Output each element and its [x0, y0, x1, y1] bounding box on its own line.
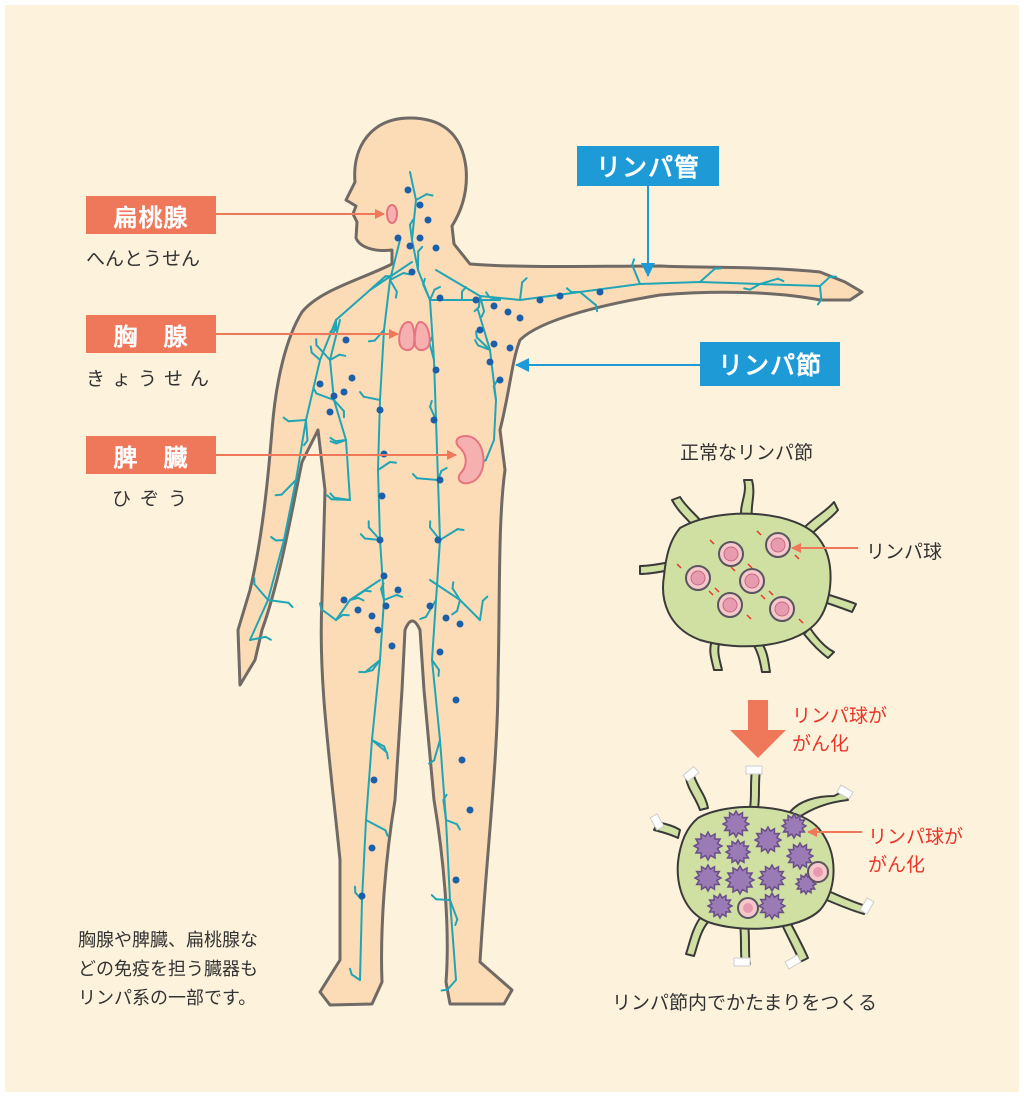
cancer-label-line1: リンパ球が — [868, 822, 963, 849]
lymph-vessel-label: リンパ管 — [577, 146, 719, 186]
lymph-node-label: リンパ節 — [700, 342, 840, 386]
transition-arrow — [730, 700, 786, 758]
footnote: 胸腺や脾臓、扁桃腺な どの免疫を担う臓器も リンパ系の一部です。 — [78, 926, 258, 1013]
lymphocyte-label: リンパ球 — [866, 537, 942, 564]
cancerous-lymph-node — [650, 766, 874, 969]
normal-node-title: 正常なリンパ節 — [680, 438, 813, 465]
tonsil-organ — [387, 205, 397, 223]
cancer-label-line2: がん化 — [868, 850, 925, 877]
spleen-label: 脾 臓 — [86, 436, 216, 474]
lymphocyte-cell — [808, 862, 828, 882]
tonsil-reading: へんとうせん — [86, 244, 200, 271]
tonsil-label: 扁桃腺 — [86, 196, 216, 234]
spleen-reading: ひぞう — [112, 484, 196, 511]
transition-text-line1: リンパ球が — [792, 701, 887, 728]
transition-text-line2: がん化 — [792, 729, 849, 756]
cancer-node-caption: リンパ節内でかたまりをつくる — [612, 988, 877, 1015]
normal-lymph-node — [640, 480, 856, 672]
footnote-line-1: 胸腺や脾臓、扁桃腺な — [78, 926, 258, 955]
thymus-reading: きょうせん — [86, 364, 216, 391]
footnote-line-2: どの免疫を担う臓器も — [78, 955, 258, 984]
footnote-line-3: リンパ系の一部です。 — [78, 984, 258, 1013]
lymphocyte-cell — [738, 898, 758, 918]
thymus-label: 胸 腺 — [86, 315, 216, 353]
